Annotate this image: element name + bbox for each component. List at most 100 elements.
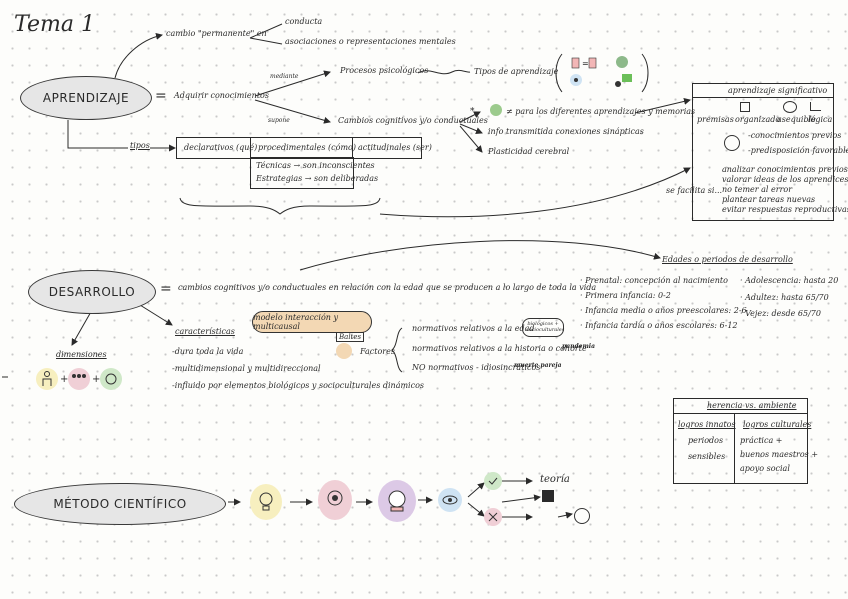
edad-1: · Prenatal: concepción al nacimiento xyxy=(580,276,728,285)
culturales-2: buenos maestros + xyxy=(740,450,819,459)
proc-sub-box xyxy=(250,157,354,189)
significativo-box xyxy=(692,83,834,221)
prev-2-text: -predisposición favorable xyxy=(748,146,848,155)
learning-types-icons: = xyxy=(552,50,652,96)
premisas-text: premisas xyxy=(697,115,734,124)
char-1: -dura toda la vida xyxy=(172,347,244,356)
thinking-head-svg xyxy=(327,490,343,506)
tipos-label: tipos xyxy=(130,141,150,150)
aprendizaje-bubble: APRENDIZAJE xyxy=(20,76,152,120)
cambio-permanente-text: cambio "permanente" en xyxy=(166,29,267,38)
conducta-text: conducta xyxy=(285,17,323,26)
facilita-5: evitar respuestas reproductivas xyxy=(722,205,848,214)
edad-6: · Adultez: hasta 65/70 xyxy=(740,293,829,302)
check-svg xyxy=(488,477,498,485)
cross-svg xyxy=(488,512,498,522)
person-icon xyxy=(36,368,58,390)
crystal-ball-svg xyxy=(388,490,406,512)
facilita-2: valorar ideas de los aprendices xyxy=(722,175,848,184)
facilita-1: analizar conocimientos previos xyxy=(722,165,848,174)
brain-green-icon xyxy=(490,104,502,116)
factor-3: NO normativos - idiosincráticos xyxy=(412,363,541,372)
edad-5: · Adolescencia: hasta 20 xyxy=(740,276,839,285)
culturales-1: práctica + xyxy=(740,436,783,445)
eye-svg xyxy=(442,495,458,505)
brain-icon xyxy=(783,101,797,113)
desarrollo-equals: = xyxy=(160,281,172,297)
factores-label: Factores xyxy=(360,347,395,356)
procesos-text: Procesos psicológicos xyxy=(340,66,429,75)
asociaciones-text: asociaciones o representaciones mentales xyxy=(285,37,456,46)
svg-text:=: = xyxy=(582,59,589,68)
edad-4: · Infancia tardía o años escolares: 6-12 xyxy=(580,321,738,330)
factor-2: normativos relativos a la historia o coh… xyxy=(412,344,587,353)
group-svg xyxy=(72,374,86,378)
effect-2-text: info transmitida conexiones sinápticas xyxy=(488,127,644,136)
asequible-text: asequible xyxy=(777,115,816,124)
adquirir-text: Adquirir conocimientos xyxy=(174,91,269,100)
facilita-3: no temer al error xyxy=(722,185,793,194)
types-table xyxy=(176,137,422,159)
edad-2: · Primera infancia: 0-2 xyxy=(580,291,671,300)
hierarchy-icon xyxy=(810,102,821,111)
metodo-bubble: MÉTODO CIENTÍFICO xyxy=(14,483,226,525)
type-declarativos: declarativos (qué) xyxy=(184,143,258,152)
page-title: Tema 1 xyxy=(14,12,95,37)
mediante-label: mediante xyxy=(270,73,299,80)
types-divider-2 xyxy=(352,137,353,157)
chart-icon xyxy=(542,490,554,502)
effect-3-text: Plasticidad cerebral xyxy=(488,147,570,156)
group-icon xyxy=(68,368,90,390)
lightbulb-icon xyxy=(250,484,282,520)
factor-tag-2: pandemia xyxy=(562,343,595,350)
baltes-avatar-icon xyxy=(336,343,352,359)
logica-text: lógica xyxy=(808,115,833,124)
cycle-icon xyxy=(574,508,590,524)
significativo-header-line xyxy=(692,97,833,98)
eye-icon xyxy=(438,488,462,512)
check-icon xyxy=(484,472,502,490)
head-mind-icon xyxy=(100,368,122,390)
herencia-divider xyxy=(734,413,735,483)
organizado-text: organizado xyxy=(735,115,781,124)
tools-icon xyxy=(740,102,750,112)
supone-label: supone xyxy=(268,117,290,124)
person-svg xyxy=(42,371,52,386)
cross-icon xyxy=(484,508,502,526)
culturales-3: apoyo social xyxy=(740,464,790,473)
cambios-text: Cambios cognitivos y/o conductuales xyxy=(338,116,488,125)
proc-estrategias: Estrategias → son deliberadas xyxy=(256,174,379,183)
char-2: -multidimensional y multidireccional xyxy=(172,364,321,373)
head-svg xyxy=(105,373,117,385)
innatos-1: periodos xyxy=(688,436,724,445)
thinking-head-icon xyxy=(318,480,352,520)
smile-icon xyxy=(724,135,740,151)
facilita-4: plantear tareas nuevas xyxy=(722,195,816,204)
type-actitudinales: actitudinales (ser) xyxy=(358,143,432,152)
factor-tag-3: muerte pareja xyxy=(514,362,562,369)
plus-icon-2: + xyxy=(92,374,101,385)
tipos-aprendizaje-text: Tipos de aprendizaje xyxy=(474,67,559,76)
desarrollo-bubble: DESARROLLO xyxy=(28,270,156,314)
modelo-pill: modelo interacción y multicausal xyxy=(252,311,372,333)
crystal-ball-icon xyxy=(378,480,416,522)
factor-1: normativos relativos a la edad xyxy=(412,324,535,333)
prev-1-text: -conocimientos previos xyxy=(748,131,842,140)
factor-tag-1: biológicos + socioculturales xyxy=(522,318,564,337)
herencia-header-line xyxy=(673,413,807,414)
innatos-title: logros innatos xyxy=(678,420,736,429)
caracteristicas-label: características xyxy=(175,327,235,336)
edades-title: Edades o periodos de desarrollo xyxy=(662,255,793,264)
asterisk-icon: * xyxy=(470,107,475,117)
facilita-text: se facilita si... xyxy=(666,186,723,195)
plus-icon-1: + xyxy=(60,374,69,385)
proc-tecnicas: Técnicas → son inconscientes xyxy=(256,161,375,170)
char-3: -influido por elementos biológicos y soc… xyxy=(172,381,425,390)
aprendizaje-equals: = xyxy=(155,88,167,104)
innatos-2: sensibles xyxy=(688,452,726,461)
effect-1-text: ≠ para los diferentes aprendizajes y mem… xyxy=(506,107,696,116)
lightbulb-svg xyxy=(259,492,273,511)
herencia-title: herencia vs. ambiente xyxy=(707,401,797,410)
desarrollo-definition: cambios cognitivos y/o conductuales en r… xyxy=(178,283,597,292)
